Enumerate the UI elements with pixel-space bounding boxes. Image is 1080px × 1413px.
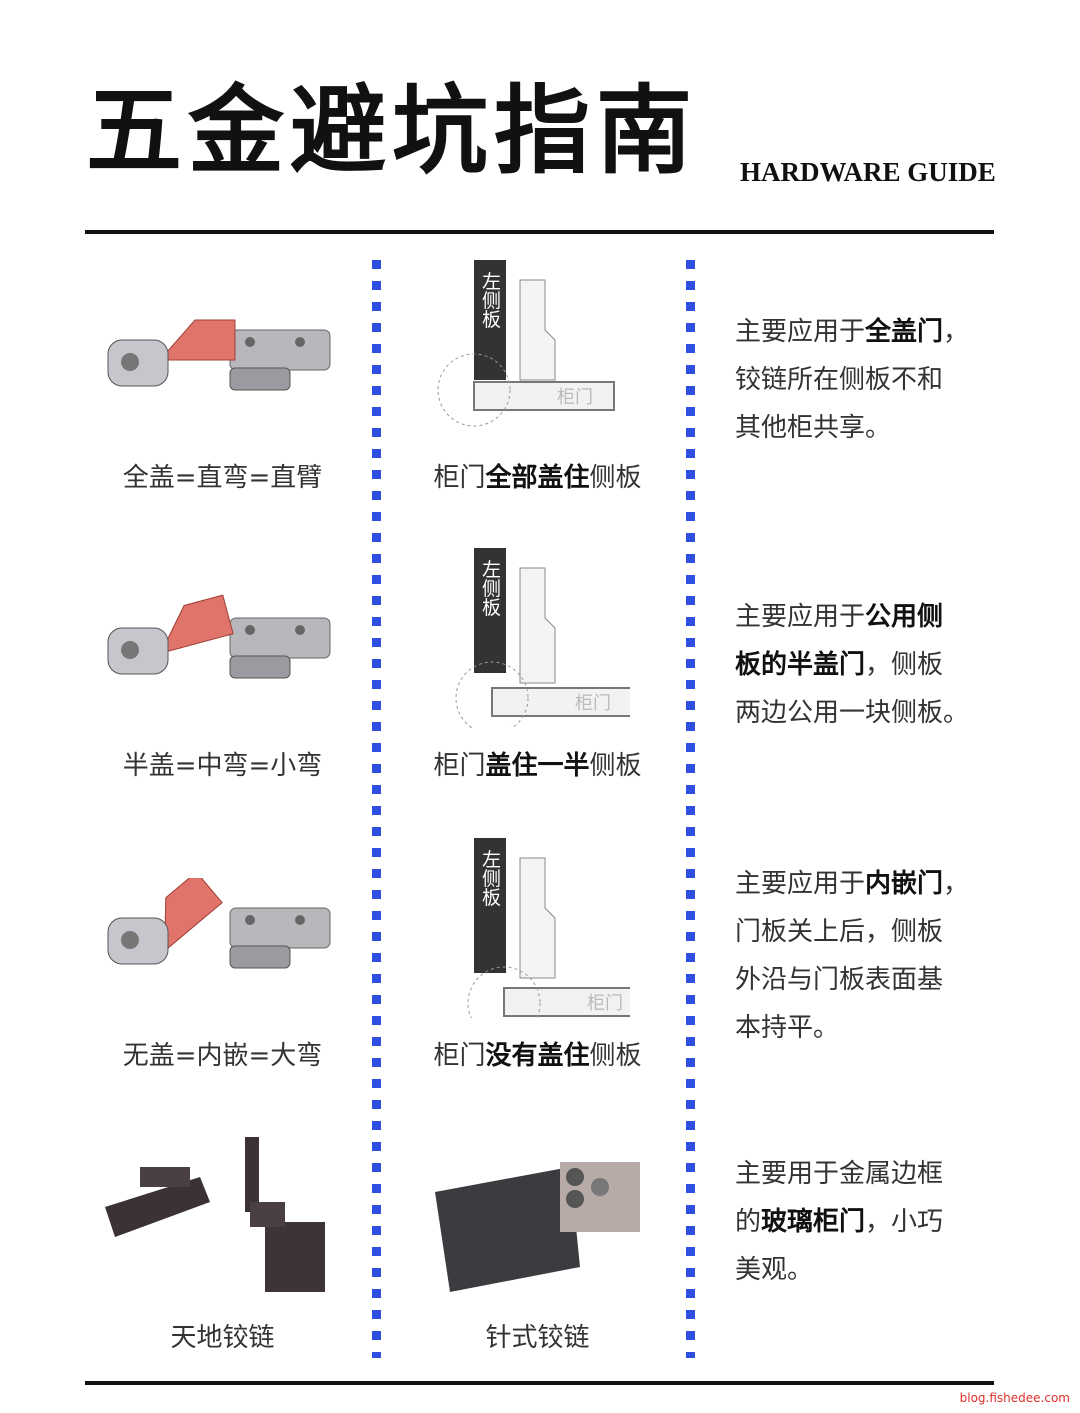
bold-text: 内嵌门 <box>865 869 944 899</box>
pivot-hinge-image <box>105 1137 325 1292</box>
side-panel-label: 左侧板 <box>479 271 501 328</box>
description-line: 主要用于金属边框 <box>735 1150 943 1198</box>
description-line: 的玻璃柜门，小巧 <box>735 1198 943 1246</box>
description-line: 外沿与门板表面基 <box>735 956 969 1004</box>
description-line: 其他柜共享。 <box>735 404 969 452</box>
text-segment: 侧板 <box>589 751 642 781</box>
text-segment: 的 <box>735 1207 762 1237</box>
description-line: 本持平。 <box>735 1004 969 1052</box>
hinge-type-label: 半盖=中弯=小弯 <box>122 751 323 781</box>
description-line: 门板关上后，侧板 <box>735 908 969 956</box>
description-line: 主要应用于全盖门， <box>735 308 969 356</box>
hinge-position-diagram: 左侧板 柜门 <box>467 838 630 1018</box>
text-segment: 铰链所在侧板不和 <box>735 365 944 395</box>
text-segment: 针式铰链 <box>485 1323 590 1353</box>
text-segment: 本持平。 <box>735 1013 840 1043</box>
diagram-caption: 柜门全部盖住侧板 <box>410 457 665 494</box>
hinge-row: 天地铰链针式铰链主要用于金属边框的玻璃柜门，小巧美观。 <box>0 1122 1080 1412</box>
hinge-row: 左侧板 柜门 全盖=直弯=直臂柜门全部盖住侧板主要应用于全盖门，铰链所在侧板不和… <box>0 260 1080 550</box>
text-segment: ， <box>943 869 970 899</box>
hinge-row: 左侧板 柜门 无盖=内嵌=大弯柜门没有盖住侧板主要应用于内嵌门，门板关上后，侧板… <box>0 838 1080 1128</box>
text-segment: 两边公用一块侧板。 <box>735 698 970 728</box>
description-line: 两边公用一块侧板。 <box>735 689 969 737</box>
diagram-caption: 柜门没有盖住侧板 <box>410 1035 665 1072</box>
page-subtitle: HARDWARE GUIDE <box>740 157 996 187</box>
concealed-hinge-image <box>107 594 331 679</box>
diagram-caption: 柜门盖住一半侧板 <box>410 745 665 782</box>
text-segment: ， <box>943 317 970 347</box>
bold-text: 板的半盖门 <box>735 650 866 680</box>
concealed-hinge-image <box>107 878 331 969</box>
side-panel-label: 左侧板 <box>479 559 501 616</box>
bold-text: 没有盖住 <box>485 1041 590 1071</box>
door-label: 柜门 <box>587 993 623 1014</box>
hinge-description: 主要应用于内嵌门， 门板关上后，侧板外沿与门板表面基本持平。 <box>735 860 969 1052</box>
watermark: blog.fishedee.com <box>959 1391 1070 1405</box>
page-title: 五金避坑指南 <box>86 74 698 187</box>
door-label: 柜门 <box>575 693 611 714</box>
hinge-description: 主要应用于全盖门， 铰链所在侧板不和其他柜共享。 <box>735 308 969 452</box>
description-line: 主要应用于公用侧 <box>735 593 969 641</box>
hinge-type-label: 天地铰链 <box>170 1323 275 1353</box>
top-divider <box>85 230 994 234</box>
bold-text: 公用侧 <box>865 602 944 632</box>
bold-text: 全部盖住 <box>485 463 590 493</box>
text-segment: 其他柜共享。 <box>735 413 892 443</box>
hinge-type-label: 全盖=直弯=直臂 <box>122 463 323 493</box>
bold-text: 盖住一半 <box>485 751 590 781</box>
text-segment: 外沿与门板表面基 <box>735 965 944 995</box>
door-label: 柜门 <box>557 387 593 408</box>
text-segment: ，小巧 <box>865 1207 944 1237</box>
hinge-type-label: 无盖=内嵌=大弯 <box>122 1041 323 1071</box>
diagram-caption: 针式铰链 <box>410 1317 665 1354</box>
text-segment: 主要应用于 <box>735 317 866 347</box>
description-line: 美观。 <box>735 1246 943 1294</box>
text-segment: 侧板 <box>589 1041 642 1071</box>
concealed-hinge-image <box>107 319 331 391</box>
bold-text: 玻璃柜门 <box>761 1207 866 1237</box>
text-segment: 主要应用于 <box>735 869 866 899</box>
description-line: 板的半盖门，侧板 <box>735 641 969 689</box>
pin-hinge-image <box>435 1162 640 1292</box>
text-segment: 柜门 <box>433 751 486 781</box>
text-segment: 侧板 <box>589 463 642 493</box>
text-segment: 柜门 <box>433 1041 486 1071</box>
text-segment: 主要应用于 <box>735 602 866 632</box>
hinge-position-diagram: 左侧板 柜门 <box>437 260 615 427</box>
text-segment: 主要用于金属边框 <box>735 1159 944 1189</box>
hinge-row: 左侧板 柜门 半盖=中弯=小弯柜门盖住一半侧板主要应用于公用侧板的半盖门，侧板两… <box>0 548 1080 838</box>
hinge-position-diagram: 左侧板 柜门 <box>455 548 630 728</box>
hinge-description: 主要应用于公用侧板的半盖门，侧板两边公用一块侧板。 <box>735 593 969 737</box>
text-segment: 门板关上后，侧板 <box>735 917 944 947</box>
hinge-description: 主要用于金属边框的玻璃柜门，小巧美观。 <box>735 1150 943 1294</box>
description-line: 铰链所在侧板不和 <box>735 356 969 404</box>
side-panel-label: 左侧板 <box>479 849 501 906</box>
text-segment: 美观。 <box>735 1255 814 1285</box>
text-segment: 柜门 <box>433 463 486 493</box>
bold-text: 全盖门 <box>865 317 944 347</box>
bottom-divider <box>85 1381 994 1385</box>
text-segment: ，侧板 <box>865 650 944 680</box>
dotted-column-divider <box>372 260 381 1358</box>
dotted-column-divider <box>686 260 695 1358</box>
description-line: 主要应用于内嵌门， <box>735 860 969 908</box>
